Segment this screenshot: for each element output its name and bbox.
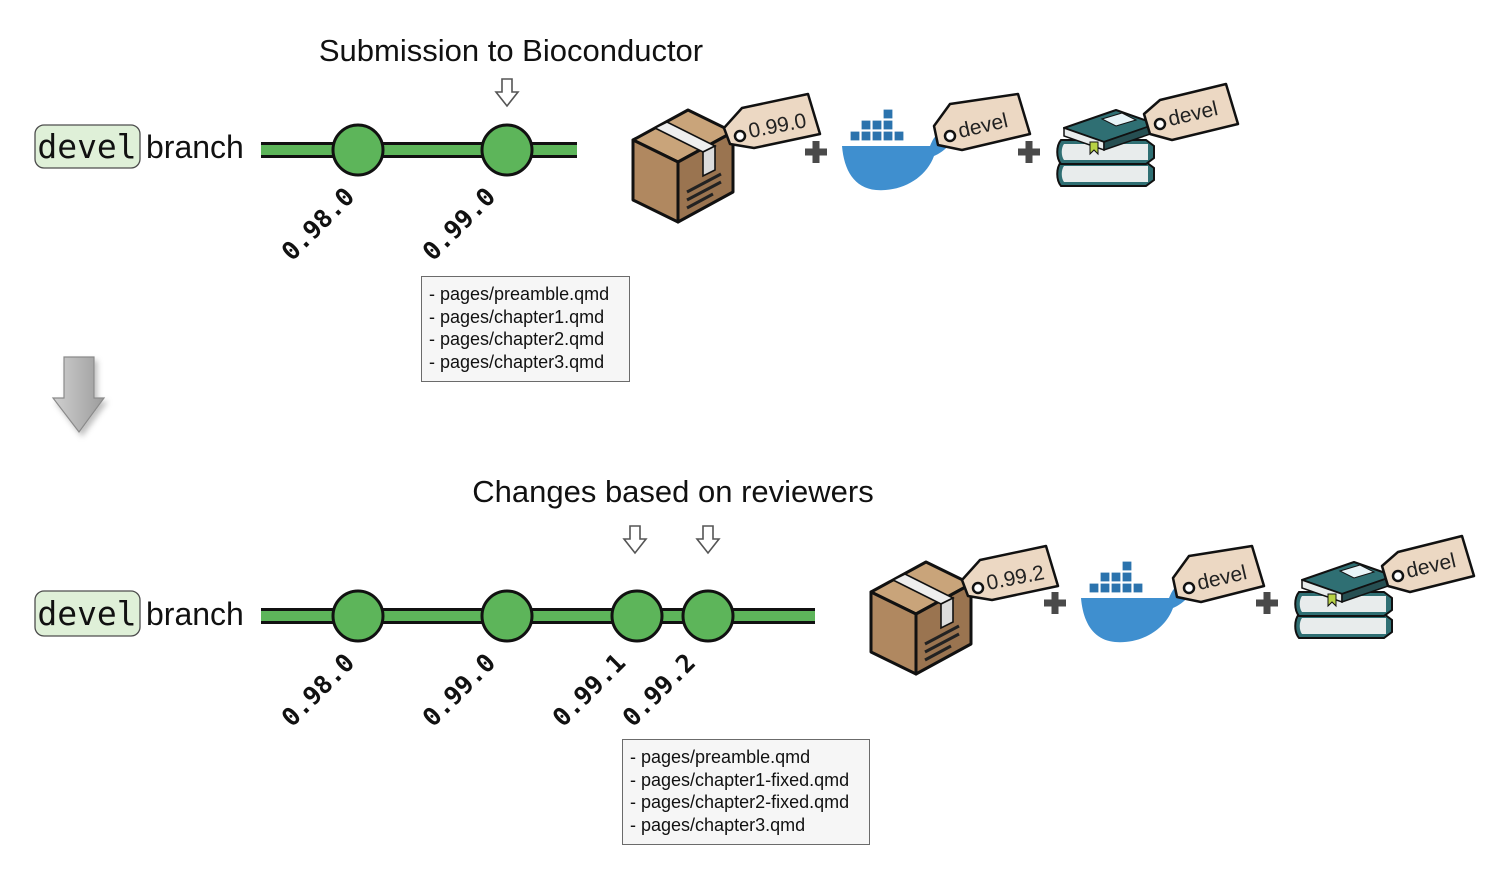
commit-node xyxy=(480,589,534,643)
commit-node xyxy=(331,123,385,177)
version-label: 0.99.2 xyxy=(617,648,701,732)
version-label: 0.99.0 xyxy=(417,648,501,732)
devel-badge xyxy=(34,590,141,637)
file-item: - pages/chapter2-fixed.qmd xyxy=(630,792,850,812)
branch-word: branch xyxy=(146,596,244,632)
file-item: - pages/chapter3.qmd xyxy=(429,351,605,372)
devel-badge xyxy=(34,124,141,169)
highlight-arrow-icon xyxy=(495,78,519,107)
panel-title: Submission to Bioconductor xyxy=(319,33,703,68)
commit-node xyxy=(331,589,385,643)
plus-icon xyxy=(1256,592,1278,614)
docker-tag: devel xyxy=(932,92,1032,152)
version-tag: 0.99.2 xyxy=(960,544,1060,602)
file-list: - pages/preamble.qmd - pages/chapter1.qm… xyxy=(421,276,630,382)
panel-submission: Submission to Bioconductor devel branch … xyxy=(34,33,1240,266)
commit-node xyxy=(610,589,664,643)
file-list: - pages/preamble.qmd - pages/chapter1-fi… xyxy=(622,739,870,845)
plus-icon xyxy=(805,141,827,163)
highlight-arrow-icon xyxy=(623,525,647,554)
branch-word: branch xyxy=(146,129,244,165)
book-tag: devel xyxy=(1142,82,1240,142)
version-label: 0.98.0 xyxy=(276,648,360,732)
file-item: - pages/chapter2.qmd xyxy=(429,329,605,349)
branch-label: devel branch xyxy=(34,124,244,169)
docker-whale-icon xyxy=(841,108,951,191)
file-item: - pages/chapter1-fixed.qmd xyxy=(630,769,850,790)
version-label: 0.99.1 xyxy=(547,648,631,732)
books-icon xyxy=(1294,561,1395,639)
highlight-arrow-icon xyxy=(696,525,720,554)
package-box-icon xyxy=(631,108,735,224)
file-item: - pages/preamble.qmd xyxy=(429,284,610,304)
docker-whale-icon xyxy=(1080,560,1190,643)
version-label: 0.99.0 xyxy=(417,182,501,266)
books-icon xyxy=(1056,109,1157,187)
branch-line xyxy=(261,608,815,624)
commit-node xyxy=(681,589,735,643)
plus-icon xyxy=(1018,141,1040,163)
file-item: - pages/preamble.qmd xyxy=(630,747,811,767)
file-item: - pages/chapter1.qmd xyxy=(429,306,605,327)
plus-icon xyxy=(1044,592,1066,614)
down-arrow-icon xyxy=(51,356,106,434)
devel-badge-text: devel xyxy=(37,127,136,166)
panel-review: Changes based on reviewers devel branch … xyxy=(34,474,1476,732)
book-tag: devel xyxy=(1380,534,1476,594)
file-item: - pages/chapter3.qmd xyxy=(630,814,806,835)
docker-tag: devel xyxy=(1171,544,1266,604)
panel-title: Changes based on reviewers xyxy=(472,474,874,509)
branch-label: devel branch xyxy=(34,590,244,637)
version-tag: 0.99.0 xyxy=(722,92,822,150)
devel-badge-text: devel xyxy=(37,594,136,633)
package-box-icon xyxy=(869,560,973,676)
commit-node xyxy=(480,123,534,177)
version-label: 0.98.0 xyxy=(276,182,360,266)
